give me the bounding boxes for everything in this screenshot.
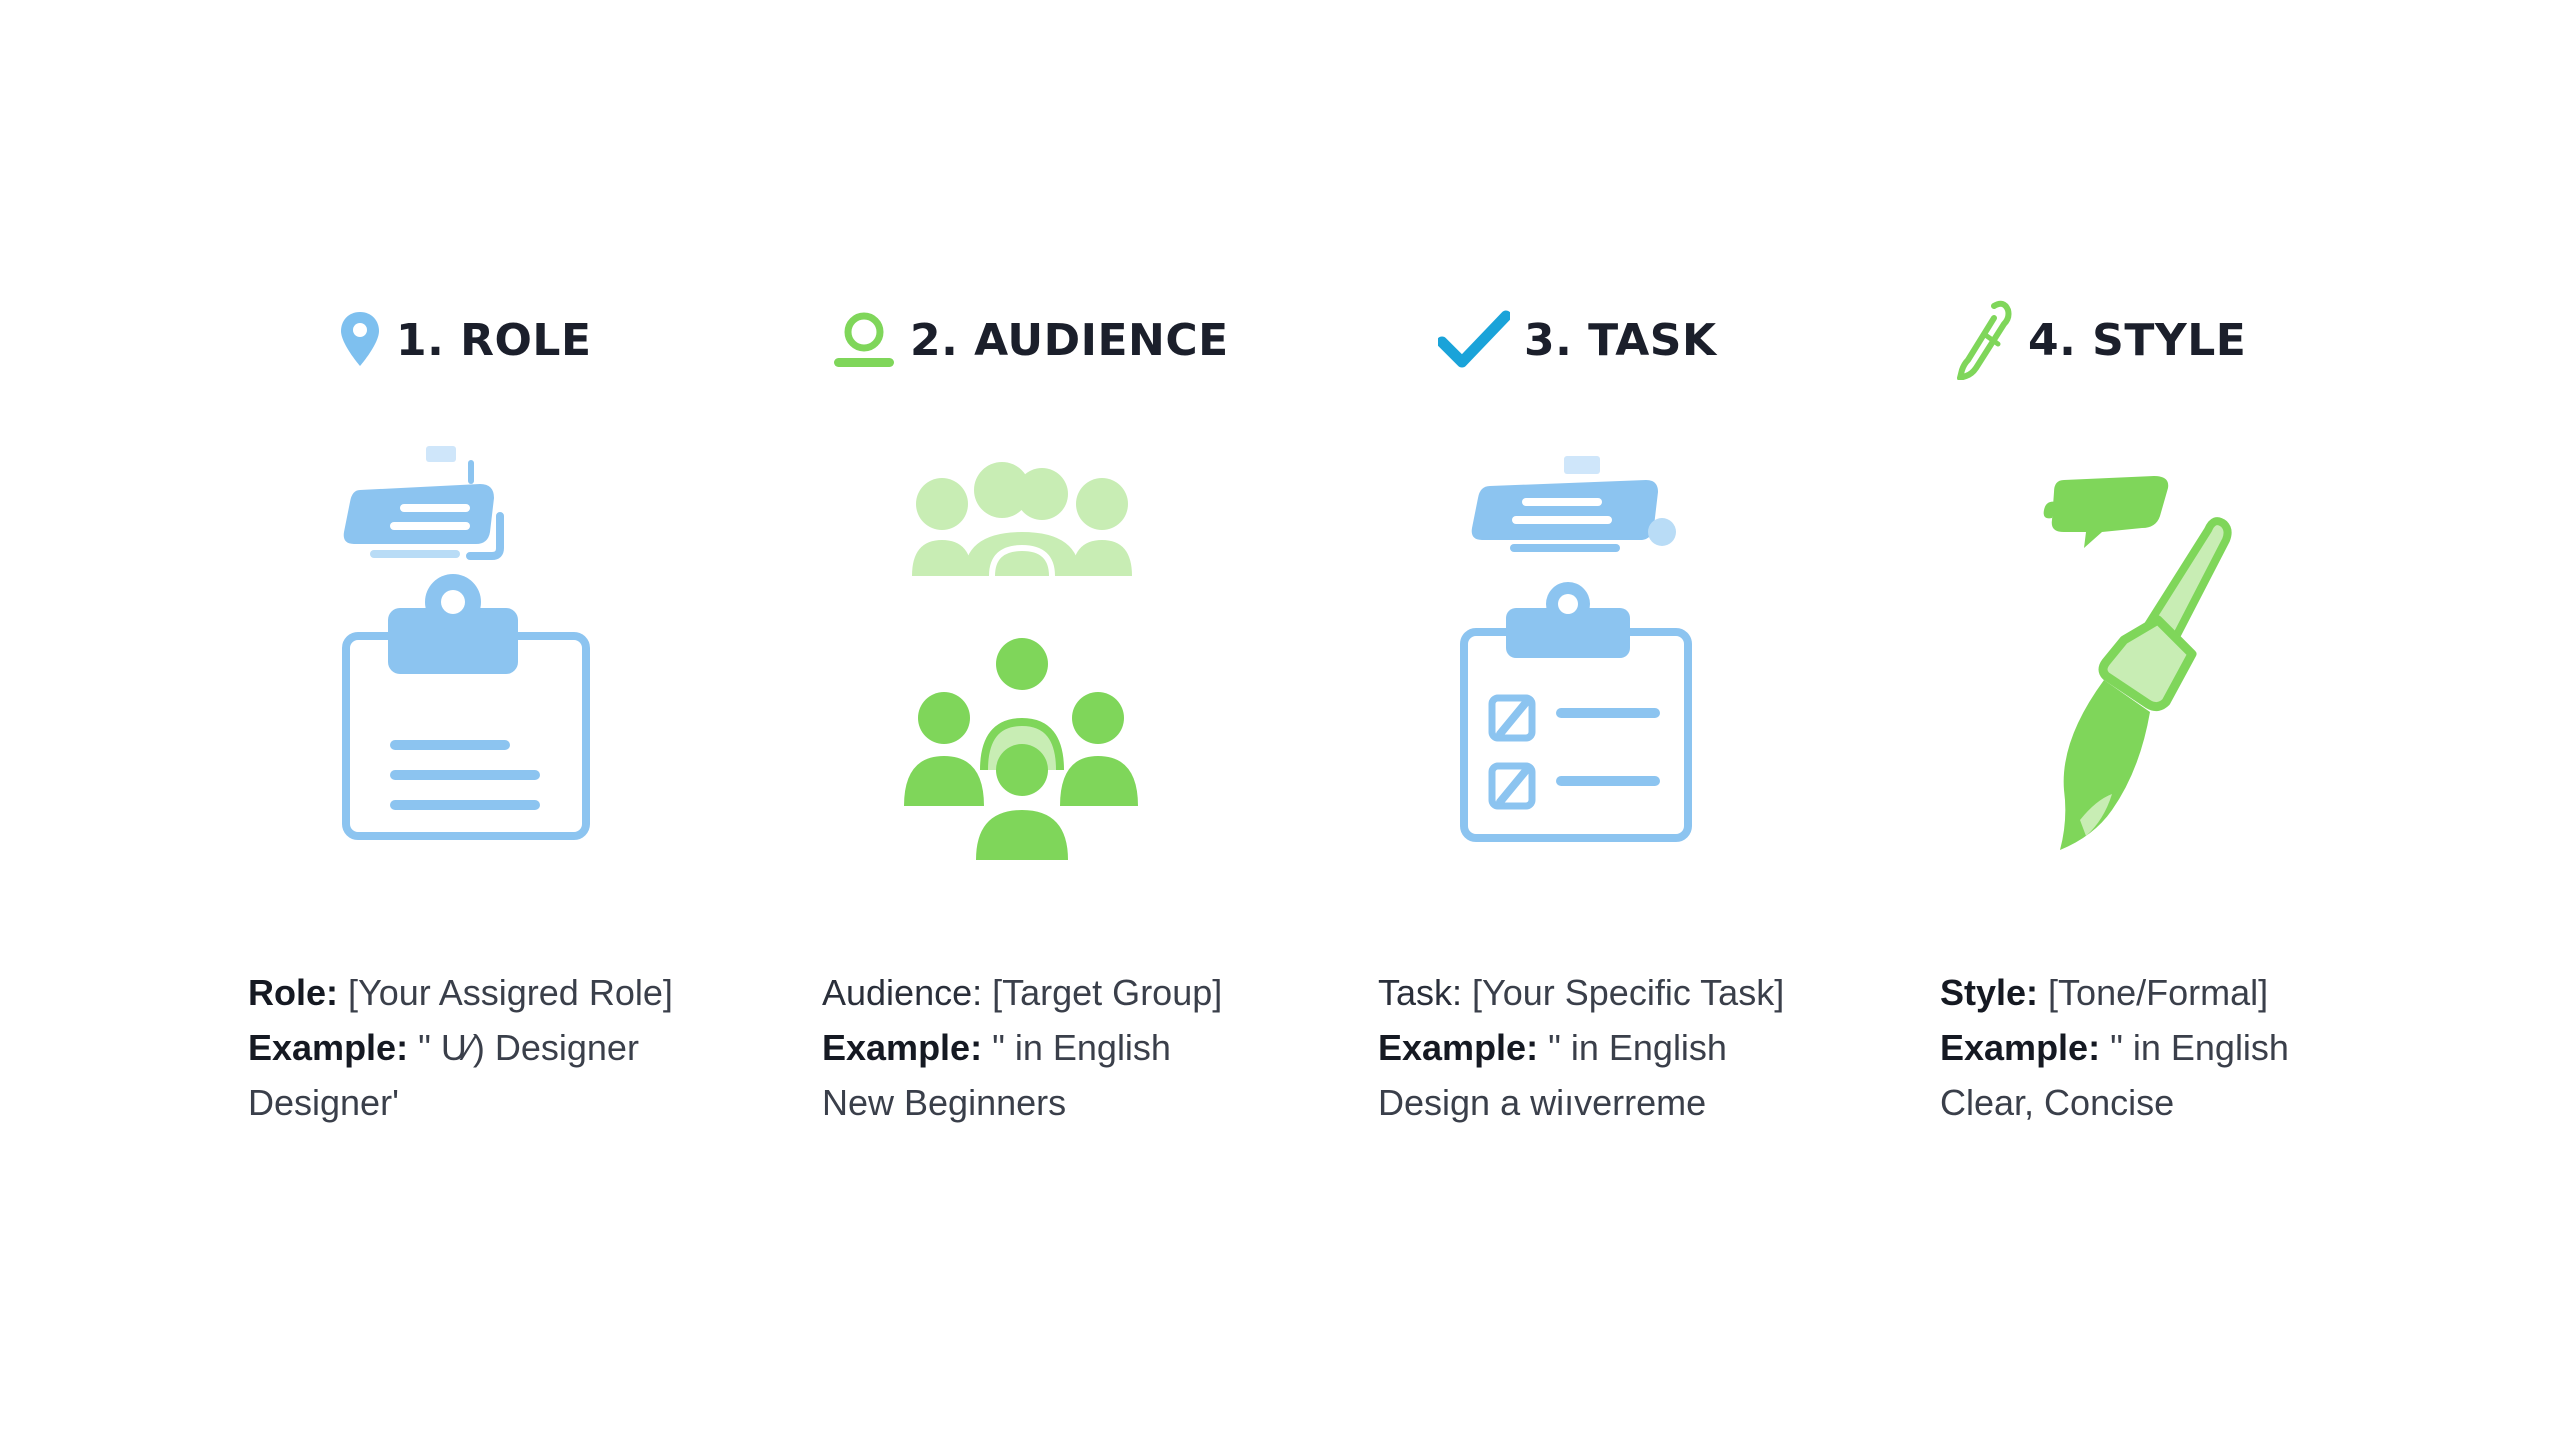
audience-description: Audience: [Target Group] Example: " in E… [822,965,1342,1130]
audience-value: [Target Group] [982,972,1223,1013]
task-description: Task: [Your Specific Task] Example: " in… [1378,965,1898,1130]
task-line: Task: [Your Specific Task] [1378,965,1898,1020]
role-description: Role: [Your Assigred Role] Example: " U⁄… [248,965,768,1130]
style-value: [Tone/Formal] [2038,972,2269,1013]
style-line: Style: [Tone/Formal] [1940,965,2460,1020]
audience-line: Audience: [Target Group] [822,965,1342,1020]
audience-example-label: Example: [822,1027,983,1068]
style-example-value: " in English [2100,1027,2289,1068]
role-example-line2: Designer' [248,1082,399,1123]
role-heading-text: 1. ROLE [396,314,592,366]
style-label: Style: [1940,972,2039,1013]
role-example-value: " U⁄) Designer [408,1027,639,1068]
checkmark-icon [1438,310,1510,370]
person-icon [832,310,896,370]
clipboard-document-icon [330,440,630,880]
task-heading-text: 3. TASK [1524,314,1717,366]
role-example-label: Example: [248,1027,409,1068]
audience-example-line: Example: " in English [822,1020,1342,1075]
paintbrush-icon [2020,440,2320,880]
role-heading: 1. ROLE [338,300,592,380]
group-of-people-icon [892,440,1192,880]
style-description: Style: [Tone/Formal] Example: " in Engli… [1940,965,2460,1130]
column-audience: 2. AUDIENCE Audience: [Target Group] Exa… [820,0,1380,1440]
task-example-line: Example: " in English [1378,1020,1898,1075]
role-example-line: Example: " U⁄) Designer [248,1020,768,1075]
audience-label: Audience: [822,972,983,1013]
task-heading: 3. TASK [1438,300,1717,380]
column-style: 4. STYLE Style: [Tone/Formal] Example: "… [1940,0,2500,1440]
style-example-line2: Clear, Concise [1940,1082,2175,1123]
task-value: [Your Specific Task] [1462,972,1785,1013]
role-value: [Your Assigred Role] [338,972,673,1013]
style-example-line: Example: " in English [1940,1020,2460,1075]
task-example-label: Example: [1378,1027,1539,1068]
style-heading-text: 4. STYLE [2028,314,2247,366]
audience-example-value: " in English [982,1027,1171,1068]
column-task: 3. TASK Task: [Your Specific Task] Examp… [1376,0,1936,1440]
task-example-line2: Design a wiıverreme [1378,1082,1707,1123]
task-example-value: " in English [1538,1027,1727,1068]
audience-example-line2: New Beginners [822,1082,1067,1123]
role-line: Role: [Your Assigred Role] [248,965,768,1020]
style-example-label: Example: [1940,1027,2101,1068]
checklist-clipboard-icon [1456,440,1756,880]
pen-icon [1954,300,2014,380]
location-pin-icon [338,310,382,370]
audience-heading-text: 2. AUDIENCE [910,314,1229,366]
style-heading: 4. STYLE [1954,300,2246,380]
task-label: Task: [1378,972,1463,1013]
audience-heading: 2. AUDIENCE [832,300,1229,380]
role-label: Role: [248,972,338,1013]
column-role: 1. ROLE Role: [Your Assigred Role] Examp… [240,0,800,1440]
